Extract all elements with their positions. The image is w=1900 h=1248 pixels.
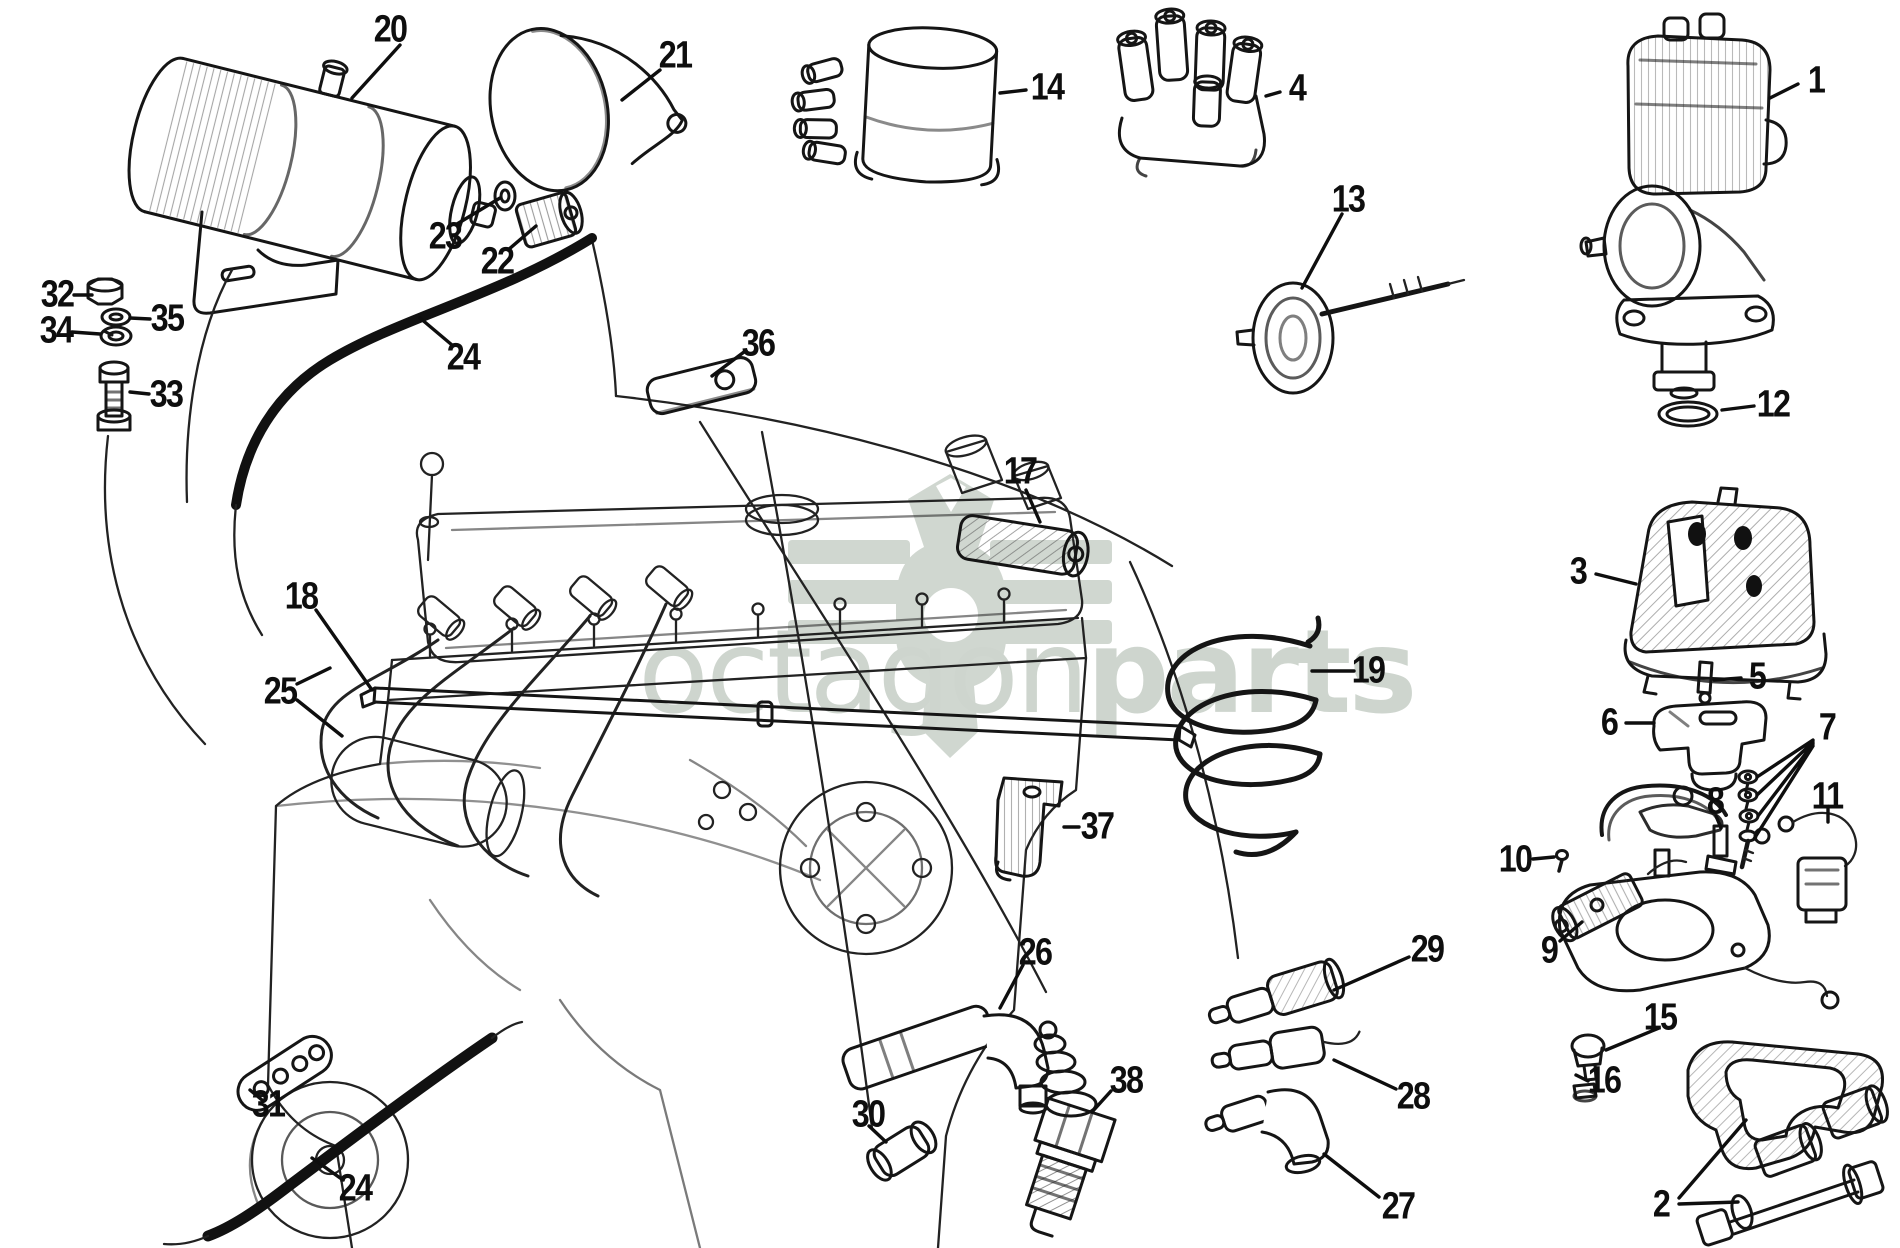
callout-24a: 24 [446, 336, 481, 379]
part-25-plug-leads [319, 565, 694, 898]
callout-31: 31 [251, 1083, 286, 1126]
callout-2: 2 [1652, 1183, 1671, 1226]
callout-6: 6 [1600, 701, 1619, 744]
part-15-bolt [1570, 1033, 1606, 1082]
part-23-washer [493, 180, 517, 212]
callout-36: 36 [741, 322, 776, 365]
callout-37: 37 [1080, 805, 1115, 848]
callout-5: 5 [1748, 655, 1767, 698]
part-38-spark-plug [1025, 1020, 1117, 1238]
part-7-screws [1737, 769, 1760, 870]
callout-14: 14 [1030, 66, 1065, 109]
callout-3: 3 [1569, 550, 1588, 593]
part-12-o-ring [1657, 400, 1719, 428]
part-14-suppressor [790, 26, 1001, 187]
callout-16: 16 [1587, 1059, 1622, 1102]
callout-7: 7 [1818, 706, 1837, 749]
callout-23: 23 [428, 215, 463, 258]
callout-21: 21 [658, 34, 693, 77]
callout-19: 19 [1351, 649, 1386, 692]
callout-38: 38 [1109, 1059, 1144, 1102]
part-2-clamp-plate [1686, 1040, 1889, 1247]
callout-12: 12 [1756, 383, 1791, 426]
callout-15: 15 [1643, 996, 1678, 1039]
part-28-connector [1210, 1025, 1361, 1071]
part-11-condenser-lead [1777, 811, 1858, 924]
callout-9: 9 [1540, 929, 1559, 972]
part-24-ht-cable-lower [162, 1020, 524, 1246]
octagonparts-watermark: octagonparts [638, 474, 1417, 758]
part-37-bracket [994, 776, 1064, 882]
engine-block-sketch [248, 434, 1088, 1248]
part-19-spring [1165, 615, 1323, 857]
callout-30: 30 [851, 1093, 886, 1136]
callout-8: 8 [1706, 780, 1725, 823]
part-17-sleeve [955, 514, 1090, 578]
part-24-ht-cable-upper [231, 233, 597, 637]
callout-25: 25 [263, 670, 298, 713]
part-4-distributor-cap-inverted [1116, 7, 1266, 178]
part-27-elbow-connector [1204, 1088, 1330, 1175]
part-26-spark-plug-cap [841, 1004, 1050, 1115]
callout-13: 13 [1331, 178, 1366, 221]
callout-4: 4 [1288, 67, 1307, 110]
part-10-screw [1555, 849, 1569, 873]
part-20-ignition-coil [127, 56, 497, 504]
part-30-terminal-cover [866, 1120, 938, 1182]
callout-34: 34 [39, 309, 74, 352]
part-16-nut [1572, 1082, 1598, 1103]
leader-lines [70, 43, 1830, 1206]
callout-29: 29 [1410, 928, 1445, 971]
callout-1: 1 [1807, 59, 1826, 102]
callout-17: 17 [1003, 450, 1038, 493]
callout-27: 27 [1381, 1185, 1416, 1228]
callout-32: 32 [40, 273, 75, 316]
part-3-distributor-cap [1623, 486, 1828, 701]
part-29-connector [1207, 957, 1346, 1025]
part-31-bracket [236, 1034, 333, 1112]
callout-35: 35 [150, 297, 185, 340]
callout-10: 10 [1498, 838, 1533, 881]
part-22-terminal-nut [514, 190, 584, 249]
part-1-distributor [1579, 12, 1788, 400]
callout-20: 20 [373, 8, 408, 51]
ht-lead-routing-curves [103, 238, 1240, 1130]
callout-22: 22 [480, 240, 515, 283]
part-21-coil-boot [488, 27, 688, 193]
part-35-washer [100, 307, 132, 327]
callout-26: 26 [1018, 931, 1053, 974]
part-33-bolt [96, 360, 132, 432]
part-18-retainer-strip [359, 686, 1197, 749]
part-34-spring-washer [99, 325, 133, 347]
part-32-nut [86, 277, 124, 306]
callout-18: 18 [284, 575, 319, 618]
callout-33: 33 [149, 373, 184, 416]
callout-24b: 24 [338, 1167, 373, 1210]
part-36-bracket [645, 356, 758, 416]
callout-28: 28 [1396, 1075, 1431, 1118]
part-13-vacuum-unit [1235, 275, 1466, 395]
callout-11: 11 [1811, 775, 1844, 818]
part-6-rotor-arm [1652, 700, 1768, 792]
